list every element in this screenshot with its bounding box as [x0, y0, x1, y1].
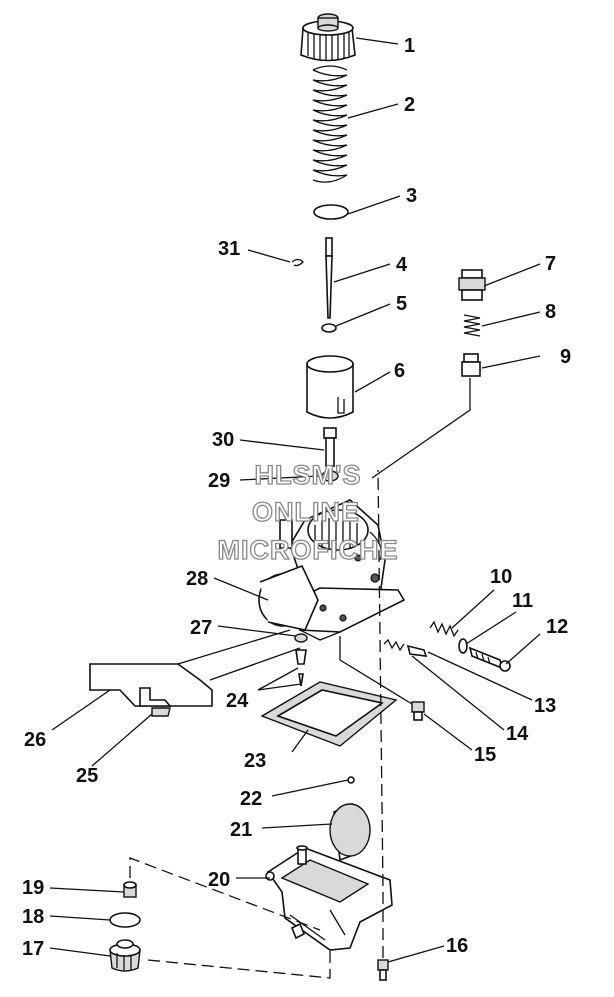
callout-9: 9	[560, 346, 571, 368]
part-float	[329, 802, 371, 862]
part-starter-plunger	[461, 353, 481, 377]
part-screw-spring	[429, 620, 459, 638]
part-starter-spring	[463, 314, 481, 337]
part-bowl-plug	[109, 939, 141, 972]
part-drain-screw	[411, 701, 425, 721]
callout-16: 16	[446, 935, 468, 957]
watermark-line-3: MICROFICHE	[218, 535, 399, 565]
callout-14: 14	[506, 723, 529, 745]
callout-29: 29	[208, 470, 230, 492]
callout-25: 25	[76, 765, 98, 787]
callout-27: 27	[190, 617, 212, 639]
callout-18: 18	[22, 906, 44, 928]
callout-24: 24	[226, 690, 249, 712]
part-float-bowl	[265, 845, 393, 951]
part-needle-jet	[323, 427, 337, 467]
part-bowl-plug-nut	[123, 881, 137, 898]
callout-2: 2	[404, 94, 415, 116]
callout-11: 11	[512, 590, 533, 612]
callout-4: 4	[396, 254, 408, 276]
watermark: HLSM'S ONLINE MICROFICHE	[217, 459, 399, 565]
callout-19: 19	[22, 877, 44, 899]
leader-bracket-line-2	[177, 629, 291, 665]
callout-5: 5	[396, 293, 407, 315]
callout-10: 10	[490, 566, 512, 588]
callout-7: 7	[545, 253, 556, 275]
part-needle-plate	[313, 204, 349, 220]
callout-8: 8	[545, 301, 556, 323]
part-washer-small	[458, 638, 468, 654]
callout-3: 3	[406, 185, 417, 207]
callout-17: 17	[22, 938, 44, 960]
part-float-pin	[347, 776, 355, 784]
leader-lines	[49, 37, 541, 963]
watermark-line-1: HLSM'S	[255, 460, 362, 490]
callout-26: 26	[24, 729, 46, 751]
leader-main-jet-dashed	[377, 469, 384, 958]
part-starter-nut	[458, 269, 486, 301]
callout-28: 28	[186, 568, 208, 590]
callout-21: 21	[230, 819, 252, 841]
callout-15: 15	[474, 744, 496, 766]
watermark-line-2: ONLINE	[252, 497, 360, 527]
part-pilot-air-screw	[383, 638, 428, 657]
part-throttle-slide	[306, 355, 354, 419]
leader-starter-line	[371, 378, 471, 479]
part-e-clip	[291, 258, 304, 267]
callout-13: 13	[534, 695, 556, 717]
callout-labels: 1 2 3 4 5 6 7 8 9 10 11 12 13 14 15 16 1…	[22, 35, 571, 960]
part-o-ring	[321, 470, 339, 482]
leader-plug-dashed-2	[147, 950, 331, 979]
callout-31: 31	[218, 238, 240, 260]
callout-20: 20	[208, 869, 230, 891]
callout-1: 1	[404, 35, 415, 57]
part-jet-needle	[325, 237, 333, 319]
part-bracket-plate	[89, 663, 213, 717]
leader-bracket-line	[209, 647, 301, 681]
callout-22: 22	[240, 788, 262, 810]
leader-body-line	[339, 636, 413, 705]
callout-12: 12	[546, 616, 568, 638]
part-carburetor-body	[258, 499, 406, 641]
callout-30: 30	[212, 429, 234, 451]
part-throttle-stop-screw	[468, 646, 511, 672]
part-spring	[312, 65, 348, 183]
part-washer	[321, 323, 337, 333]
part-float-bowl-gasket	[260, 681, 398, 747]
callout-23: 23	[244, 750, 266, 772]
part-cap	[300, 13, 356, 62]
part-pilot-jet	[294, 633, 308, 687]
part-bowl-o-ring	[109, 912, 141, 928]
callout-6: 6	[394, 360, 405, 382]
leader-plug-dashed	[129, 857, 321, 931]
part-main-jet	[377, 959, 389, 981]
